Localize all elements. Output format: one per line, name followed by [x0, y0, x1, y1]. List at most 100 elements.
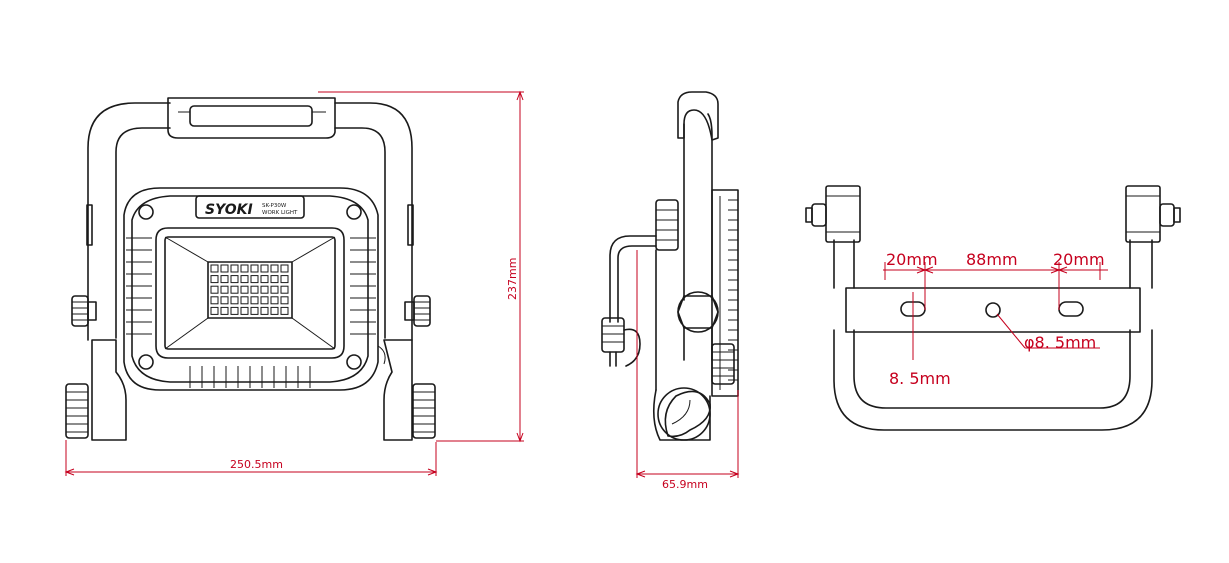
front-fins-bottom [189, 366, 311, 388]
top-slot-spacing: 88mm [966, 250, 1018, 269]
top-u-stand-inner [853, 329, 1131, 409]
top-slot-right [1058, 301, 1084, 317]
front-fins-left [126, 237, 152, 335]
front-model: SK-P30W [262, 203, 287, 209]
top-view: 20mm 88mm 20mm 8. 5mm φ8. 5mm [805, 185, 1181, 431]
top-slot-width-left: 20mm [886, 250, 938, 269]
front-view: SYOKI SK-P30W WORK LIGHT [64, 90, 524, 476]
led-cell [280, 296, 289, 305]
led-cell [230, 275, 239, 284]
front-right-knob [404, 295, 431, 327]
side-view: 65.9mm [601, 91, 740, 491]
front-height-label: 237mm [506, 258, 519, 300]
led-cell [240, 306, 249, 315]
top-hole-dimension: φ8. 5mm [996, 313, 1100, 352]
side-body [711, 189, 739, 397]
top-slot-dimensions: 20mm 88mm 20mm [883, 250, 1108, 310]
front-handle-inner [115, 127, 386, 339]
front-led-panel [207, 261, 293, 319]
led-cell [250, 275, 259, 284]
front-width-label: 250.5mm [230, 458, 283, 471]
led-cell [220, 306, 229, 315]
led-cell [240, 264, 249, 273]
front-left-knob [71, 295, 97, 327]
front-left-foot [65, 383, 89, 439]
top-crossbar [845, 287, 1141, 333]
led-cell [280, 264, 289, 273]
led-cell [240, 285, 249, 294]
led-cell [250, 264, 259, 273]
led-cell [240, 275, 249, 284]
front-brand-plate [195, 195, 305, 219]
led-cell [210, 275, 219, 284]
led-cell [270, 306, 279, 315]
front-right-foot [412, 383, 436, 439]
front-bolt-br [346, 354, 362, 370]
front-fins-right [350, 237, 376, 335]
led-cell [230, 296, 239, 305]
front-led-grid [210, 264, 289, 315]
front-lens [164, 236, 336, 350]
front-bolt-tl [138, 204, 154, 220]
led-cell [220, 264, 229, 273]
front-handle-outer [87, 102, 413, 341]
front-width-dimension: 250.5mm [64, 440, 438, 476]
front-top-grip [167, 97, 336, 139]
led-cell [210, 264, 219, 273]
top-hole-diameter-label: φ8. 5mm [1024, 333, 1096, 352]
top-slot-height-dimension: 8. 5mm [889, 292, 951, 388]
led-cell [260, 264, 269, 273]
led-cell [230, 285, 239, 294]
led-cell [270, 275, 279, 284]
side-handle-arm [683, 113, 713, 301]
led-cell [280, 306, 289, 315]
led-cell [230, 306, 239, 315]
side-top-knob [655, 199, 679, 251]
top-slot-height-label: 8. 5mm [889, 369, 951, 388]
led-cell [260, 306, 269, 315]
led-cell [260, 285, 269, 294]
led-cell [210, 296, 219, 305]
led-cell [270, 264, 279, 273]
side-plug [601, 317, 625, 367]
front-grip-recess [189, 105, 313, 127]
led-cell [220, 275, 229, 284]
top-left-block [805, 185, 861, 243]
front-bolt-bl [138, 354, 154, 370]
led-cell [260, 275, 269, 284]
side-depth-dimension: 65.9mm [635, 250, 740, 491]
front-left-leg [91, 339, 127, 441]
led-cell [280, 275, 289, 284]
led-cell [250, 296, 259, 305]
led-cell [220, 296, 229, 305]
led-cell [260, 296, 269, 305]
side-depth-label: 65.9mm [662, 478, 708, 491]
top-u-stand-outer [833, 329, 1153, 431]
front-bolt-tr [346, 204, 362, 220]
front-right-rail-mark [407, 204, 414, 246]
side-lower-knob [711, 343, 735, 385]
top-right-block [1125, 185, 1181, 243]
side-fins [728, 199, 738, 381]
led-cell [270, 296, 279, 305]
led-cell [230, 264, 239, 273]
front-brand: SYOKI [205, 202, 253, 218]
led-cell [210, 285, 219, 294]
side-cable-hook [609, 235, 657, 323]
led-cell [270, 285, 279, 294]
led-cell [240, 296, 249, 305]
led-cell [210, 306, 219, 315]
top-center-hole [985, 302, 1001, 318]
front-lens-bezel [155, 227, 345, 359]
led-cell [220, 285, 229, 294]
front-right-leg [383, 339, 413, 441]
top-slot-width-right: 20mm [1053, 250, 1105, 269]
front-subtitle: WORK LIGHT [262, 210, 298, 216]
led-cell [280, 285, 289, 294]
front-left-rail-mark [86, 204, 93, 246]
led-cell [250, 285, 259, 294]
front-housing [123, 187, 379, 391]
led-cell [250, 306, 259, 315]
front-height-dimension: 237mm [318, 90, 524, 443]
